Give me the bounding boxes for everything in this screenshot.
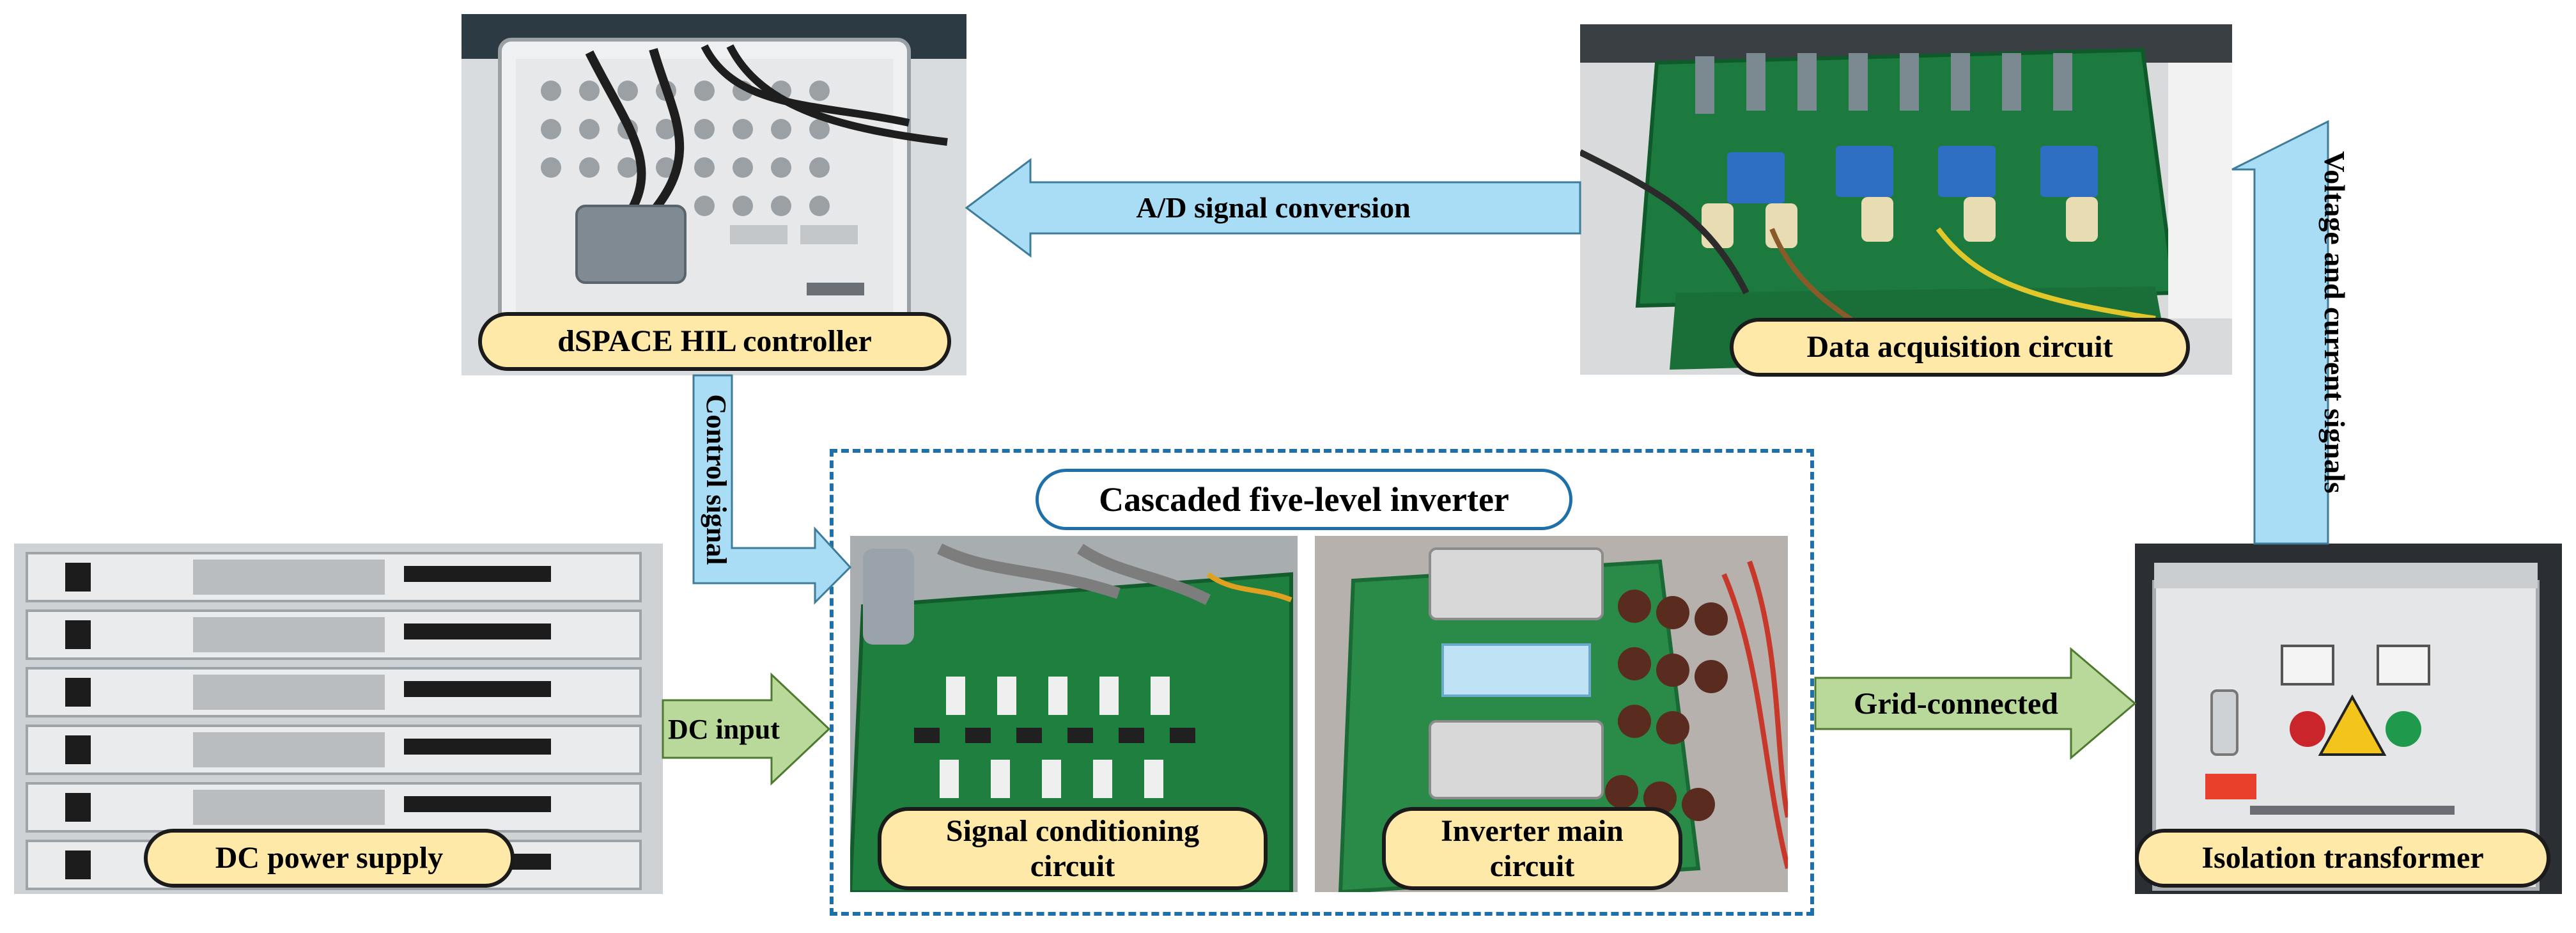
dspace-label: dSPACE HIL controller — [478, 312, 951, 371]
voltage-current-arrow — [2231, 93, 2329, 545]
group-title: Cascaded five-level inverter — [1036, 469, 1572, 530]
ad-conversion-arrow: A/D signal conversion — [965, 158, 1581, 258]
dc-input-label: DC input — [668, 714, 780, 745]
inverter-main-label: Inverter main circuit — [1382, 807, 1682, 890]
isolation-transformer-label: Isolation transformer — [2135, 829, 2550, 888]
inverter-main-photo — [1315, 536, 1788, 892]
signal-conditioning-label: Signal conditioning circuit — [878, 807, 1268, 890]
control-signal-arrow — [692, 374, 852, 618]
dc-power-supply-label: DC power supply — [144, 829, 515, 888]
data-acquisition-label: Data acquisition circuit — [1730, 318, 2190, 377]
inverter-group-box — [830, 449, 1814, 916]
grid-connected-label: Grid-connected — [1854, 687, 2058, 721]
dc-input-arrow: DC input — [662, 672, 831, 786]
dspace-photo — [462, 14, 966, 375]
voltage-current-label: Voltage and current signals — [2318, 151, 2351, 494]
ad-conversion-label: A/D signal conversion — [1136, 191, 1411, 224]
control-signal-label: Control signal — [701, 394, 732, 565]
grid-connected-arrow: Grid-connected — [1814, 647, 2137, 760]
dc-power-supply-photo — [14, 544, 663, 894]
